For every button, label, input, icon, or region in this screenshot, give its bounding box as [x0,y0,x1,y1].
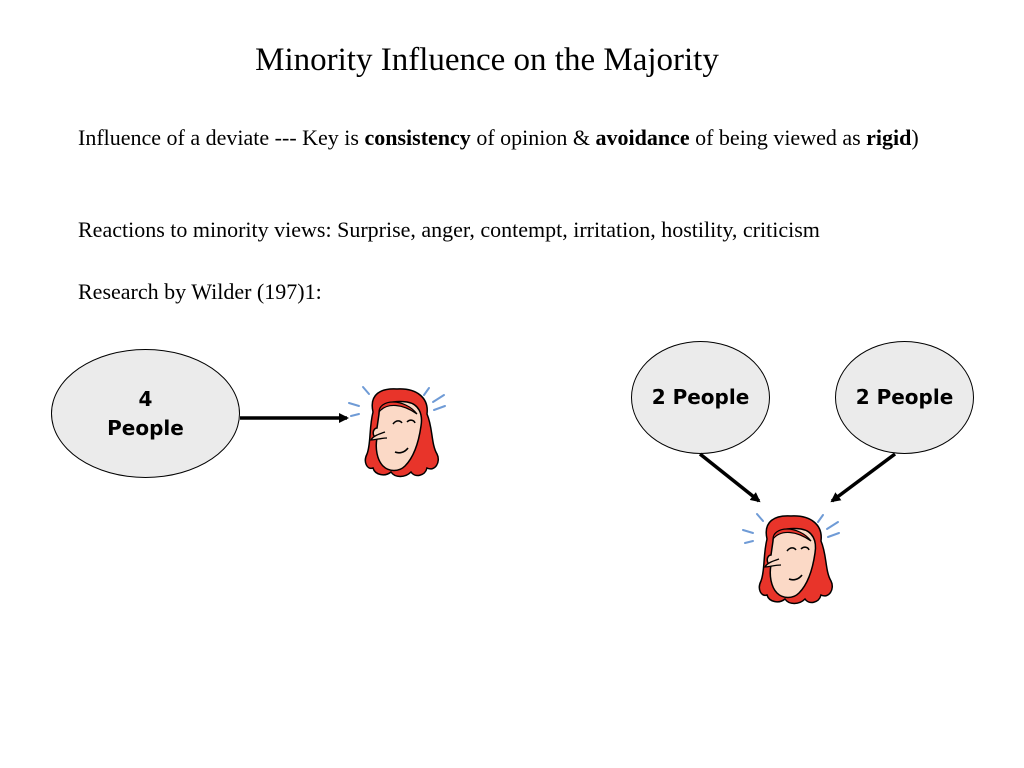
arrow-group-b-to-deviate [830,452,897,503]
research-paragraph: Research by Wilder (197)1: [78,279,322,304]
influence-text-3: of being viewed as [689,125,867,150]
slide-title: Minority Influence on the Majority [255,42,719,78]
rigid-term: rigid [866,125,912,150]
group-of-four-label: People [107,415,184,440]
group-b-label: 2 People [855,385,954,409]
avoidance-term: avoidance [595,125,690,150]
influence-text-2: of opinion & [470,125,596,150]
influence-text-4: ) [911,125,919,150]
group-a-bubble: 2 People [631,341,770,454]
group-of-four-bubble: 4 People [51,349,240,478]
group-of-four-count: 4 [138,386,153,411]
group-a-label: 2 People [651,385,750,409]
group-b-bubble: 2 People [835,341,974,454]
worried-woman-face-icon [742,513,840,605]
arrow-group-a-to-deviate [698,452,761,503]
influence-text-1: Influence of a deviate --- Key is [78,125,365,150]
worried-woman-face-icon [348,386,446,478]
reactions-paragraph: Reactions to minority views: Surprise, a… [78,217,820,242]
influence-paragraph: Influence of a deviate --- Key is consis… [78,123,973,153]
consistency-term: consistency [364,125,471,150]
